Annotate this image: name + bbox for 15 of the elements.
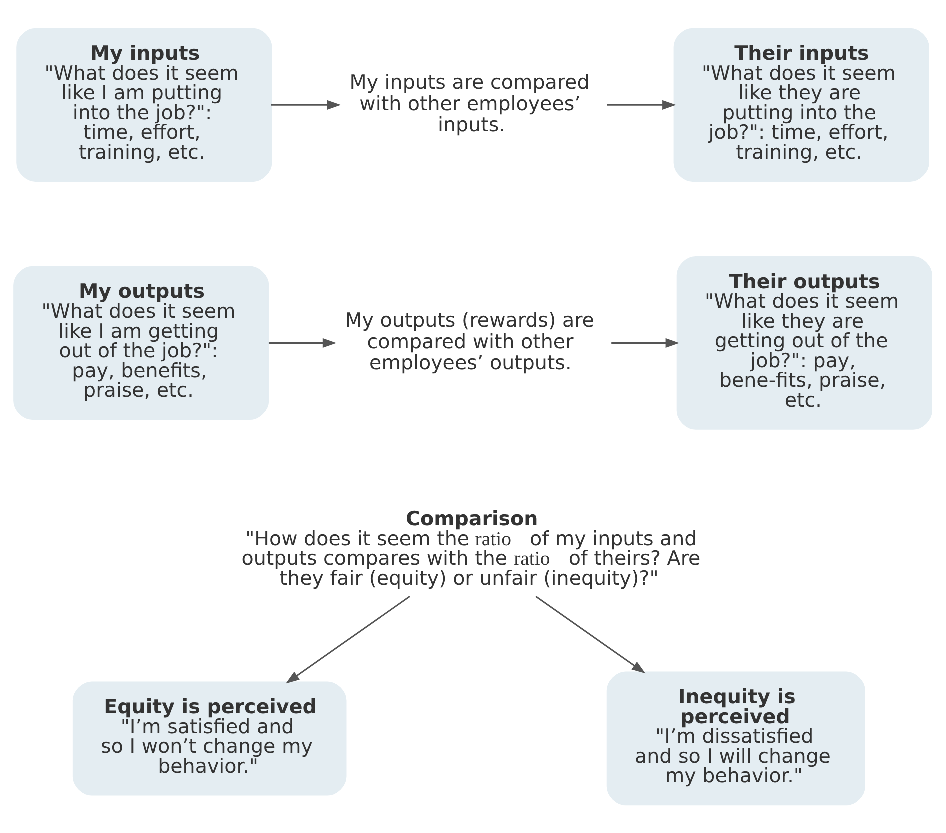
node-box: My outputs "What does it seem like I am getting out of the job?": pay, benefits, praise, etc. xyxy=(14,266,270,420)
arrow xyxy=(536,596,646,674)
node-text: My outputs (rewards) are compared with other employees’ outputs. xyxy=(345,308,594,374)
node-box: Inequity is perceived "I’m dissatisfied and so I will change my behavior." xyxy=(606,671,866,806)
node-text: Comparison "How does it seem the ratio of my inputs and outputs compares with the ratio of theirs? Are they fair (equity) or unfair (inequity)?" xyxy=(242,507,701,590)
arrow xyxy=(607,100,676,110)
node-box: My inputs "What does it seem like I am putting into the job?": time, effort, training, etc. xyxy=(16,28,272,182)
arrow xyxy=(286,596,410,684)
node-text: My inputs are compared with other employees’ inputs. xyxy=(350,70,590,136)
node-box: Their inputs "What does it seem like they are putting into the job?": time, effort, training, etc. xyxy=(674,28,930,182)
arrow xyxy=(268,338,337,348)
node-box: Their outputs "What does it seem like they are getting out of the job?": pay, bene-fits, praise, etc. xyxy=(676,256,932,430)
arrow xyxy=(271,100,342,110)
arrow xyxy=(612,338,680,348)
node-box: Equity is perceived "I’m satisfied and so I won’t change my behavior." xyxy=(72,681,347,796)
